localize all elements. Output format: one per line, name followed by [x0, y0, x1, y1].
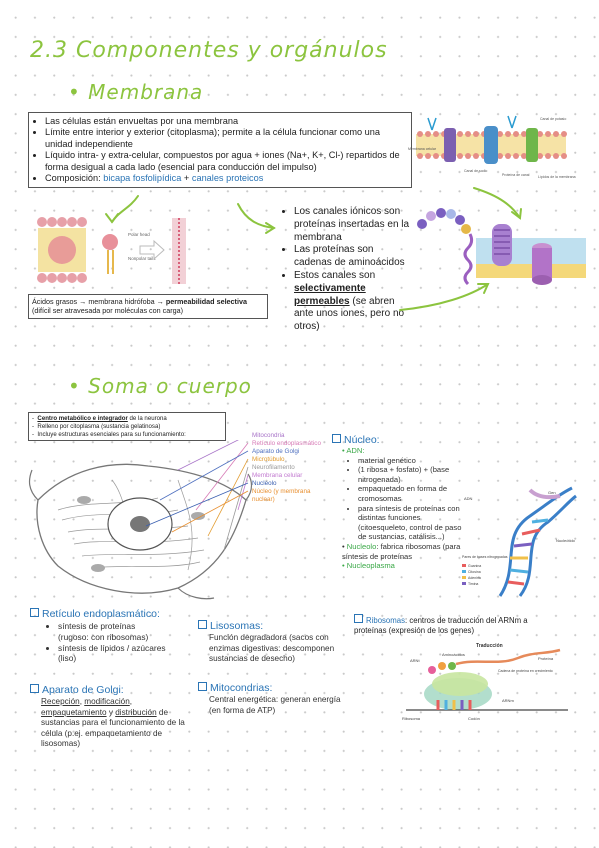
- fig-label: ARNm: [502, 698, 514, 703]
- legend-item: Nucleolo: [252, 480, 277, 487]
- canales-item: Estos canales son selectivamente permeab…: [294, 270, 412, 334]
- bilayer-schematic: [172, 218, 186, 284]
- reticulo-title: Retículo endoplasmático:: [30, 608, 200, 620]
- bilayer-detail: [37, 217, 87, 283]
- checkbox-icon: [354, 614, 363, 623]
- golgi-text: Recepción, modificación, empaquetamiento…: [41, 697, 185, 749]
- membrana-bullet: Límite entre interior y exterior (citopl…: [45, 127, 407, 150]
- reticulo-item: síntesis de lípidos / azúcares (liso): [58, 643, 178, 665]
- membrana-bullet: Las células están envueltas por una memb…: [45, 116, 407, 127]
- checkbox-icon: [332, 434, 341, 443]
- membrana-composition: Composición: bicapa fosfolipídica + cana…: [45, 173, 407, 184]
- legend-item: Aparato de Golgi: [252, 448, 300, 455]
- fig-label: Aminoácidos: [442, 652, 465, 657]
- fig-label: Timina: [468, 582, 478, 586]
- fig-label: Lípidos de la membrana: [538, 175, 576, 179]
- nucleo-nucleoplasma: • Nucleoplasma: [342, 561, 395, 571]
- golgi-title: Aparato de Golgi:: [30, 684, 190, 696]
- checkbox-icon: [198, 682, 207, 691]
- fig-label: Guanina: [468, 564, 481, 568]
- golgi-section: Aparato de Golgi: Recepción, modificació…: [30, 684, 190, 750]
- fig-label: Citosina: [468, 570, 481, 574]
- single-phospholipid: Polar head Nonpolar tails: [102, 232, 156, 274]
- soma-intro-line: - Incluye estructuras esenciales para su…: [32, 430, 186, 438]
- fig-label: Membrana celular: [408, 147, 437, 151]
- checkbox-icon: [198, 620, 207, 629]
- fig-label: Codón: [468, 716, 480, 721]
- nucleo-section: Núcleo: • ADN: material genético (1 ribo…: [332, 434, 464, 571]
- legend-item: Mitocondria: [252, 432, 285, 439]
- lisosomas-section: Lisosomas: Función degradadora (sacos co…: [198, 620, 346, 665]
- fig-label: Gen: [548, 490, 556, 495]
- legend-item: Retículo endoplasmático: [252, 440, 321, 447]
- nucleo-item: para síntesis de proteínas con distintas…: [358, 504, 464, 542]
- nucleo-content: • ADN: material genético (1 ribosa + fos…: [332, 446, 464, 571]
- nucleo-adn: • ADN:: [342, 446, 365, 455]
- fig-label: Adenina: [468, 576, 481, 580]
- checkbox-icon: [30, 608, 39, 617]
- soma-intro-line: - Relleno por citoplasma (sustancia gela…: [32, 422, 161, 430]
- soma-intro: - Centro metabólico e integrador de la n…: [28, 412, 226, 442]
- fig-label: Proteína: [538, 656, 554, 661]
- organelle-legend: Mitocondria Retículo endoplasmático Apar…: [252, 432, 352, 504]
- reticulo-item: síntesis de proteínas (rugoso: con ribos…: [58, 621, 168, 643]
- dna-figure: ADN Gen Nucleótido Pares de bases nitrog…: [462, 486, 577, 597]
- checkbox-icon: [30, 684, 39, 693]
- lisosomas-title: Lisosomas:: [198, 620, 346, 632]
- fig-label: Canal de sodio: [464, 169, 487, 173]
- mitocondrias-title: Mitocondrias:: [198, 682, 346, 694]
- membrana-bullet: Líquido intra- y extra-celular, compuest…: [45, 150, 407, 173]
- fig-label: Proteína de canal: [502, 173, 530, 177]
- fig-label: Pares de bases nitrogenadas: [462, 555, 508, 559]
- legend-item: Núcleo (y membrana nuclear): [252, 488, 311, 503]
- fig-label: Canal de potasio: [540, 117, 566, 121]
- legend-item: Membrana celular: [252, 472, 303, 479]
- fig-label: Nucleótido: [556, 538, 576, 543]
- membrana-caption: Ácidos grasos → membrana hidrófoba → per…: [28, 294, 268, 319]
- nucleo-item: empaquetado en forma de cromosomas: [358, 484, 464, 503]
- fig-label: ADN: [464, 496, 473, 501]
- phospholipid-figure: Polar head Nonpolar tails: [37, 217, 186, 284]
- fig-label: Polar head: [128, 232, 150, 237]
- fig-label: Ribosoma: [402, 716, 421, 721]
- membrane-channels-figure: Membrana celular Canal de potasio Canal …: [408, 115, 576, 179]
- mitocondrias-section: Mitocondrias: Central energética: genera…: [198, 682, 346, 716]
- nucleo-nucleolo: • Nucleolo: fabrica ribosomas (para sínt…: [342, 541, 461, 561]
- legend-item: Microtúbulo: [252, 456, 285, 463]
- lisosomas-text: Función degradadora (sacos con enzimas d…: [209, 633, 335, 664]
- canales-list: Los canales iónicos son proteínas insert…: [282, 206, 412, 334]
- membrana-box: Las células están envueltas por una memb…: [28, 112, 412, 189]
- page-title: 2.3 Componentes y orgánulos: [30, 38, 388, 63]
- nucleo-title: Núcleo:: [332, 434, 464, 446]
- membrana-heading: • Membrana: [68, 80, 204, 104]
- nucleo-item: (1 ribosa + fosfato) + (base nitrogenada…: [358, 465, 464, 484]
- mitocondrias-text: Central energética: generan energía (en …: [209, 695, 341, 715]
- soma-heading: • Soma o cuerpo: [68, 374, 252, 398]
- fig-label: ARNt: [410, 658, 420, 663]
- fig-label: Nonpolar tails: [128, 256, 156, 261]
- nucleo-item: material genético: [358, 456, 464, 466]
- ribosomas-section: Ribosomas: centros de traducción del ARN…: [354, 614, 528, 635]
- fig-label: Traducción: [476, 643, 503, 649]
- ion-channel-figure: [417, 208, 586, 286]
- ribosome-translation-figure: Traducción ARNt Aminoácidos Proteína Cad…: [402, 643, 568, 721]
- fig-label: Cadena de proteína en crecimiento: [498, 669, 553, 673]
- reticulo-section: Retículo endoplasmático: síntesis de pro…: [30, 608, 200, 664]
- soma-intro-line: - Centro metabólico e integrador de la n…: [32, 415, 167, 422]
- legend-item: Neurofilamento: [252, 464, 295, 471]
- neuron-soma-figure: [28, 440, 253, 600]
- canales-item: Las proteínas son cadenas de aminoácidos: [294, 244, 412, 270]
- canales-item: Los canales iónicos son proteínas insert…: [294, 206, 412, 244]
